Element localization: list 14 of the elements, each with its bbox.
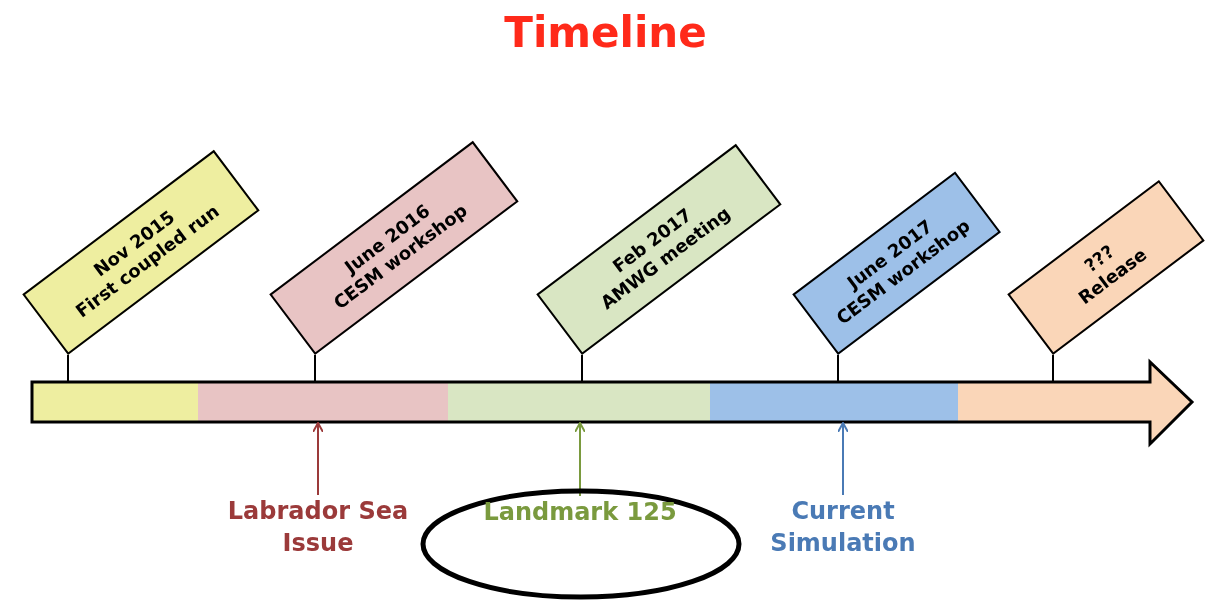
connector-line: [1052, 354, 1054, 383]
connector-line: [314, 354, 316, 383]
annotation-text: Labrador Sea Issue: [208, 495, 428, 560]
annotation-text: Current Simulation: [733, 495, 953, 560]
arrow: [312, 422, 324, 496]
connector-line: [67, 354, 69, 383]
annotation-text: Landmark 125: [480, 496, 680, 529]
title: Timeline: [503, 8, 708, 57]
timeline-arrow: [30, 358, 1195, 448]
connector-line: [581, 354, 583, 383]
connector-line: [837, 354, 839, 383]
highlight-ellipse: [420, 488, 742, 600]
arrow: [574, 422, 586, 497]
arrow: [837, 422, 849, 496]
